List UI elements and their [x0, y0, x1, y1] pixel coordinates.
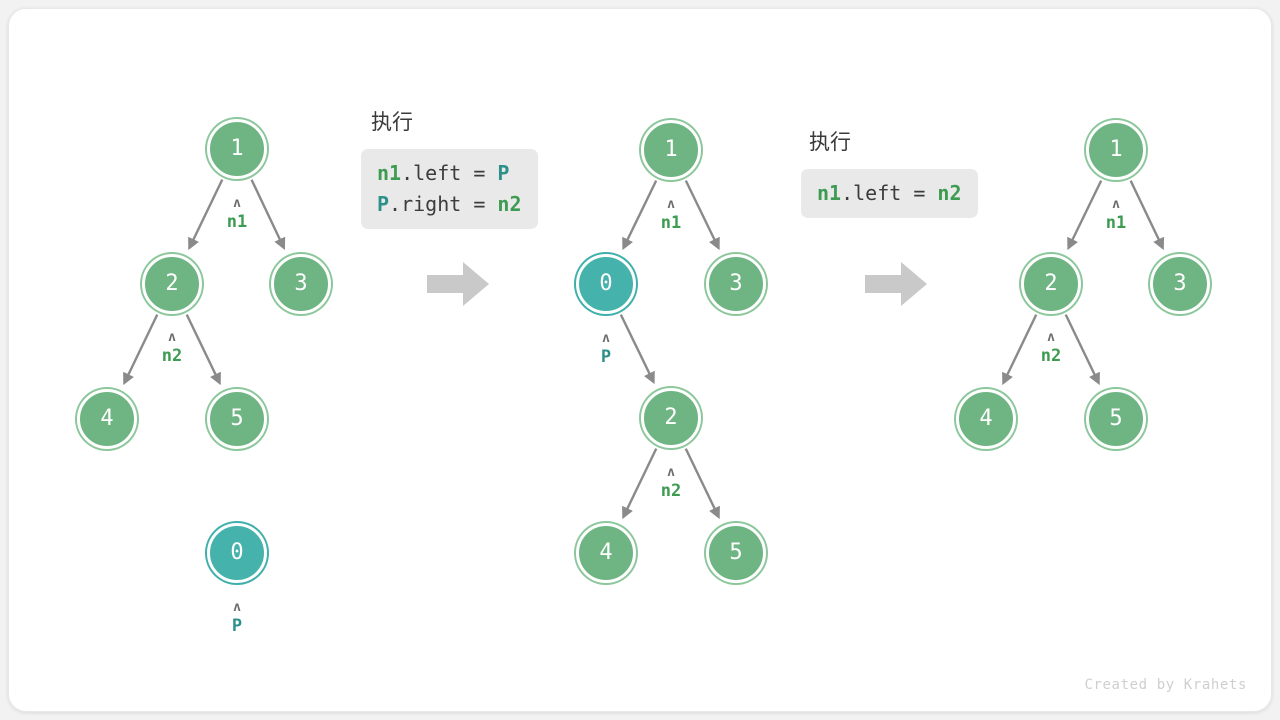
code-block-2: n1.left = n2 [801, 169, 978, 218]
tree-node-3[interactable]: 3 [271, 254, 331, 314]
code-token: n2 [497, 192, 522, 216]
tree-node-4[interactable]: 4 [77, 389, 137, 449]
tree-node-4[interactable]: 4 [956, 389, 1016, 449]
tree-node-4[interactable]: 4 [576, 523, 636, 583]
code-line: P.right = n2 [377, 189, 522, 220]
pointer-label-text: n2 [660, 481, 682, 501]
tree-node-1[interactable]: 1 [207, 119, 267, 179]
code-token: .left = [841, 181, 938, 205]
caret-icon: ʌ [667, 465, 675, 480]
code-line: n1.left = n2 [817, 178, 962, 209]
tree-node-0[interactable]: 0 [576, 254, 636, 314]
tree-node-1[interactable]: 1 [1086, 120, 1146, 180]
caret-icon: ʌ [602, 331, 610, 346]
tree-node-1[interactable]: 1 [641, 120, 701, 180]
tree-node-5[interactable]: 5 [706, 523, 766, 583]
transition-arrow-1-icon [427, 260, 489, 308]
caret-icon: ʌ [233, 600, 241, 615]
pointer-label-text: P [231, 616, 243, 636]
code-token: n1 [377, 161, 402, 185]
pointer-label-text: n2 [1040, 346, 1062, 366]
pointer-label-text: n1 [1105, 213, 1127, 233]
pointer-label-text: P [600, 347, 612, 367]
caret-icon: ʌ [1112, 197, 1120, 212]
code-token: P [497, 161, 510, 185]
code-token: P [377, 192, 390, 216]
caret-icon: ʌ [667, 197, 675, 212]
watermark: Created by Krahets [1084, 677, 1247, 693]
caret-icon: ʌ [233, 196, 241, 211]
caret-icon: ʌ [168, 330, 176, 345]
pointer-label-text: n2 [161, 346, 183, 366]
tree-node-2[interactable]: 2 [142, 254, 202, 314]
step-title-1: 执行 [371, 110, 413, 134]
tree-node-5[interactable]: 5 [1086, 389, 1146, 449]
code-line: n1.left = P [377, 158, 522, 189]
code-token: n2 [937, 181, 962, 205]
code-token: .right = [389, 192, 498, 216]
caret-icon: ʌ [1047, 330, 1055, 345]
transition-arrow-2-icon [865, 260, 927, 308]
tree-node-3[interactable]: 3 [1150, 254, 1210, 314]
tree-node-3[interactable]: 3 [706, 254, 766, 314]
code-token: n1 [817, 181, 842, 205]
pointer-label-text: n1 [226, 212, 248, 232]
tree-node-2[interactable]: 2 [641, 388, 701, 448]
pointer-label-text: n1 [660, 213, 682, 233]
code-token: .left = [401, 161, 498, 185]
tree-node-2[interactable]: 2 [1021, 254, 1081, 314]
tree-node-0[interactable]: 0 [207, 523, 267, 583]
step-title-2: 执行 [809, 130, 851, 154]
tree-node-5[interactable]: 5 [207, 389, 267, 449]
